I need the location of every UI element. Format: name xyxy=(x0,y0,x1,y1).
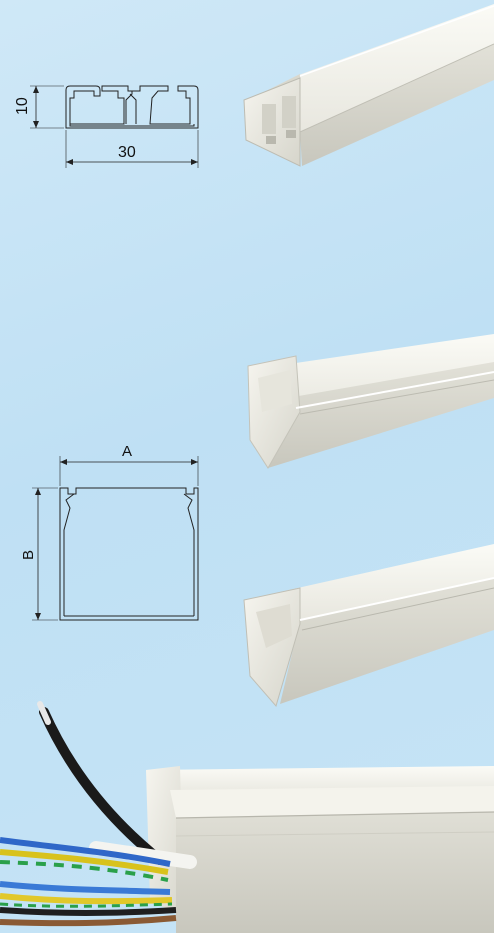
small-height-label: 10 xyxy=(14,97,31,115)
cable-duct-single-channel-icon xyxy=(247,334,494,469)
electrical-wires-icon xyxy=(0,701,494,933)
large-profile-drawing xyxy=(32,456,199,621)
small-width-label: 30 xyxy=(118,144,136,161)
cable-duct-square-icon xyxy=(243,544,494,708)
large-height-label: B xyxy=(20,550,37,560)
small-profile-drawing xyxy=(30,85,199,168)
cable-duct-two-channel-icon xyxy=(243,4,494,167)
large-width-label: A xyxy=(122,443,132,460)
